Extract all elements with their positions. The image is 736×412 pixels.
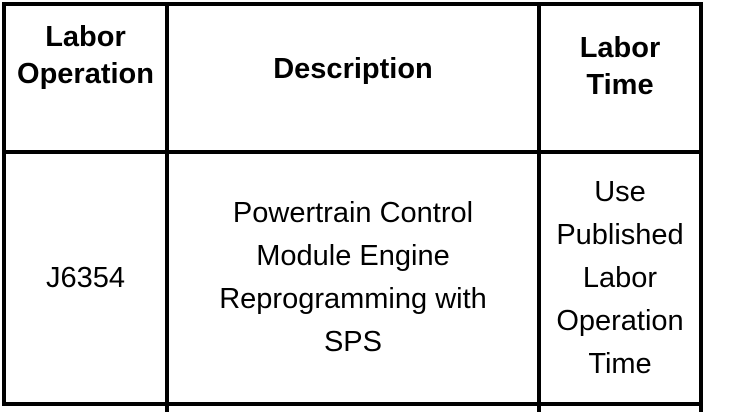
column-header-labor-operation: Labor Operation (6, 6, 165, 150)
cell-labor-time: Use Published Labor Operation Time (541, 154, 699, 402)
cutoff-row-cell (6, 406, 165, 412)
border-mask (0, 406, 9, 412)
cutoff-row-cell (541, 406, 699, 412)
column-header-labor-time: Labor Time (541, 6, 699, 150)
column-header-description: Description (169, 6, 537, 150)
labor-operation-table: Labor Operation Description Labor Time J… (2, 2, 703, 412)
cell-description: Powertrain Control Module Engine Reprogr… (169, 154, 537, 402)
cell-labor-operation-code: J6354 (6, 154, 165, 402)
cutoff-row-cell (169, 406, 537, 412)
